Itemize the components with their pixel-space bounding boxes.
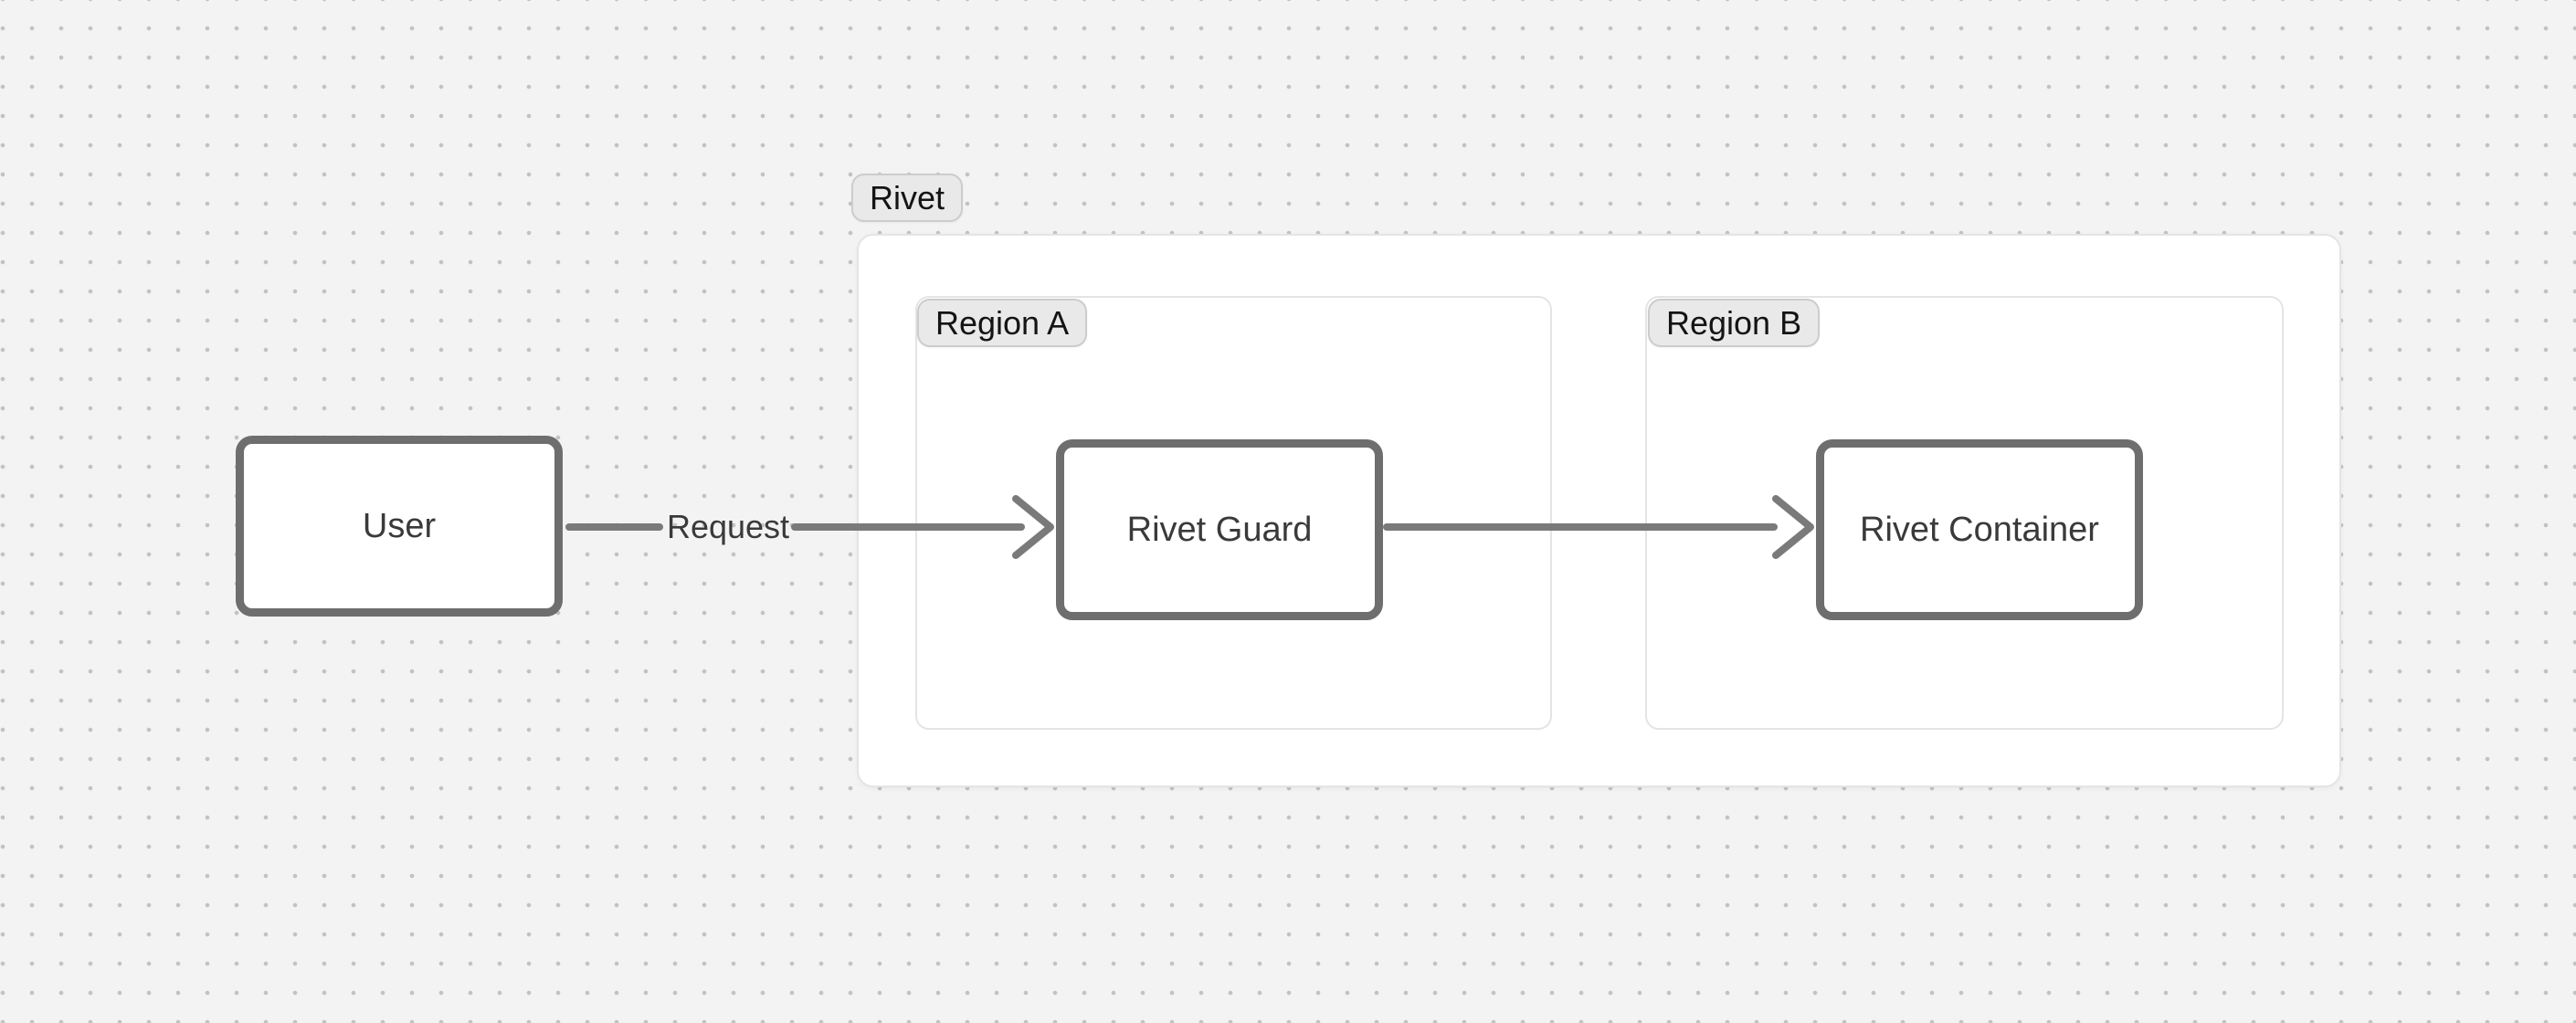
- node-rivet-guard-label: Rivet Guard: [1126, 510, 1313, 549]
- node-user: User: [236, 436, 563, 617]
- node-rivet-container-label: Rivet Container: [1860, 510, 2099, 549]
- group-rivet: Region A Rivet Guard Region B Rivet Cont…: [857, 234, 2341, 787]
- node-rivet-container: Rivet Container: [1816, 439, 2143, 620]
- arrowhead-icon: [1772, 495, 1814, 559]
- group-region-b: Region B Rivet Container: [1645, 296, 2284, 730]
- group-region-a: Region A Rivet Guard: [915, 296, 1552, 730]
- group-label-rivet: Rivet: [851, 174, 964, 222]
- arrowhead-icon: [1012, 495, 1054, 559]
- edge-guard-to-container: [1383, 495, 1814, 559]
- group-label-region-a: Region A: [917, 299, 1088, 347]
- group-label-region-a-text: Region A: [935, 304, 1070, 342]
- group-label-region-b-text: Region B: [1666, 304, 1802, 342]
- node-user-label: User: [362, 506, 437, 545]
- group-label-rivet-text: Rivet: [870, 179, 945, 216]
- edge-user-to-guard: [565, 495, 1054, 559]
- group-label-region-b: Region B: [1648, 299, 1821, 347]
- edge-label-request: Request: [666, 508, 790, 545]
- node-rivet-guard: Rivet Guard: [1056, 439, 1383, 620]
